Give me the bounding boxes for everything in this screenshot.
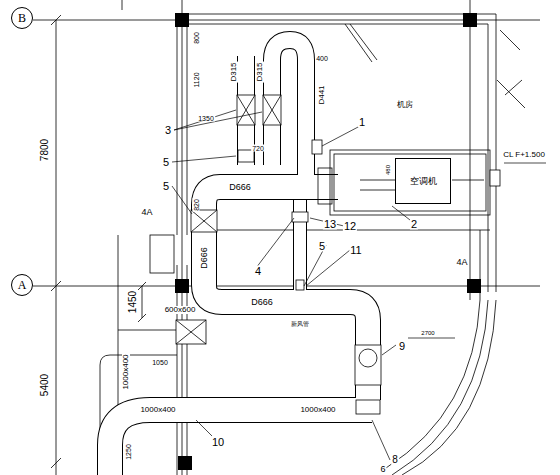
dimension-label: D441 [318,84,326,105]
dimension-label: 4A [455,258,468,267]
callout-number: 13 [323,219,337,230]
dimension-label: 5400 [40,373,50,397]
dimension-label: 400 [315,55,329,62]
callout-number: 5 [318,241,326,252]
dimension-label: 820 [193,198,200,212]
dimension-label: 新风管 [290,321,310,327]
dimension-label: 600x600 [164,306,197,314]
unit-name: 空调机 [410,177,437,186]
callout-number: 1 [358,117,366,128]
dimension-label: D315 [230,61,238,82]
dimension-label: 480 [385,164,391,176]
dimension-label: 1120 [193,71,200,88]
dimension-label: 1050 [151,359,169,366]
dimension-label: 1450 [128,290,138,314]
dimension-label: 2700 [420,330,435,336]
dimension-label: D666 [200,246,209,270]
dimension-label: 1000x400 [139,406,176,414]
axis-letter: B [18,12,26,24]
callout-number: 10 [211,437,225,448]
dimension-label: 1000x400 [299,406,336,414]
dimension-label: D666 [228,183,252,192]
dimension-label: 1000x400 [122,353,130,390]
dimension-label: 720 [251,145,265,152]
dimension-label: D315 [256,61,264,82]
callout-number: 2 [410,219,418,230]
unit-box: 空调机 [395,158,451,204]
axis-bubble: A [11,274,33,296]
callout-number: 3 [164,125,172,136]
callout-number: 12 [343,221,357,232]
callout-number: 5 [162,181,170,192]
dimension-label: D666 [250,298,274,307]
dimension-label: 1250 [125,443,132,461]
dimension-label: 机房 [396,101,414,109]
dimension-label: 4A [140,208,153,217]
dimension-label: CL F+1.500 [502,151,546,159]
dimension-label: 7800 [40,138,50,162]
callout-number: 5 [162,157,170,168]
callout-number: 8 [391,455,399,465]
dimension-label: 800 [193,31,200,45]
axis-letter: A [18,279,27,291]
dimension-label: 6 [379,465,386,474]
callout-number: 4 [254,266,262,277]
callout-number: 9 [398,341,406,352]
dimension-label: 1350 [197,115,215,122]
callout-number: 11 [349,245,362,256]
axis-bubble: B [11,7,33,29]
